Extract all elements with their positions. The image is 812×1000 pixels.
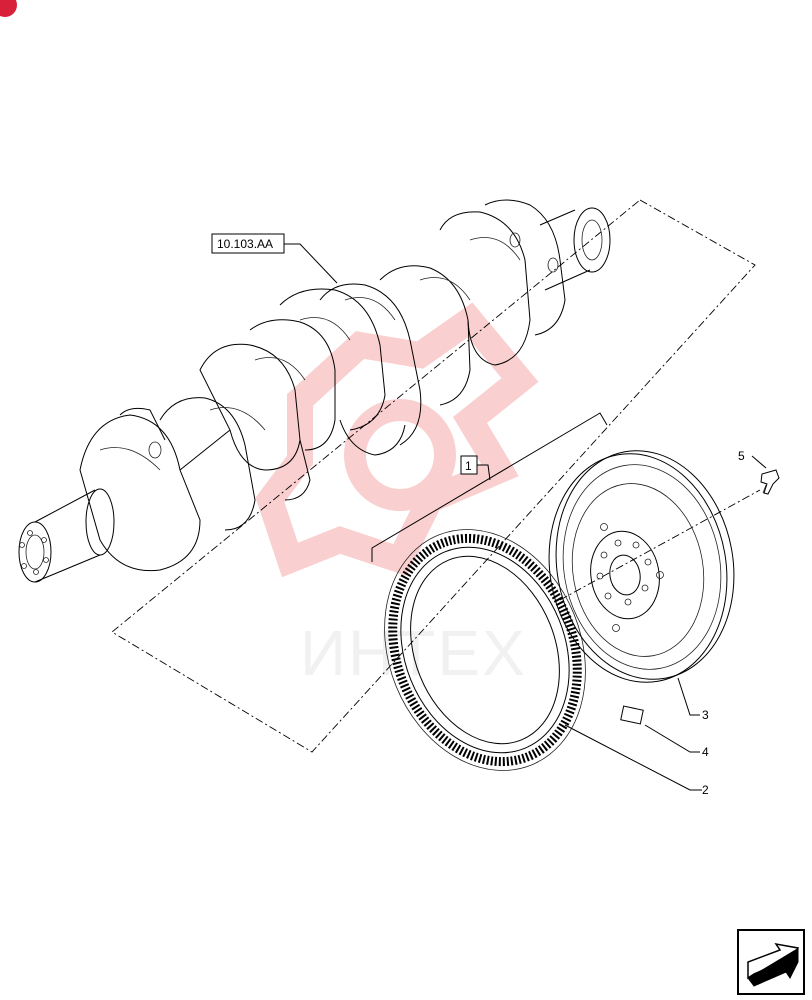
watermark-logo-icon (255, 302, 539, 578)
part-number-4[interactable]: 4 (702, 745, 709, 759)
alignment-dash-line (111, 199, 756, 753)
next-page-arrow-icon[interactable] (737, 929, 805, 995)
part-number-5[interactable]: 5 (738, 449, 745, 463)
reference-callout[interactable]: 10.103.AA (211, 233, 338, 284)
reference-callout-label: 10.103.AA (217, 237, 273, 251)
leader-2 (564, 724, 702, 791)
label-plate (620, 705, 644, 725)
crankshaft (18, 199, 611, 583)
group-callout-label: 1 (465, 459, 472, 473)
leader-4 (644, 724, 700, 753)
group-bracket-line (371, 412, 608, 562)
alignment-frame (111, 199, 761, 753)
leader-5 (751, 455, 767, 469)
leader-3 (677, 677, 700, 716)
part-number-2[interactable]: 2 (702, 783, 709, 797)
bolt (760, 469, 780, 495)
watermark-text: ИНТЕХ (300, 617, 527, 689)
axis-dash-line (559, 489, 761, 601)
reference-leader-line (284, 243, 338, 284)
group-bracket: 1 (371, 412, 608, 562)
watermark: ИНТЕХ (255, 302, 539, 689)
group-leader-line (477, 464, 491, 481)
page-marker (0, 0, 17, 17)
flywheel (548, 450, 735, 683)
part-numbers: 2 3 4 5 (702, 449, 745, 797)
part-number-3[interactable]: 3 (702, 708, 709, 722)
ring-gear (384, 529, 586, 771)
part-leaders (564, 455, 767, 791)
